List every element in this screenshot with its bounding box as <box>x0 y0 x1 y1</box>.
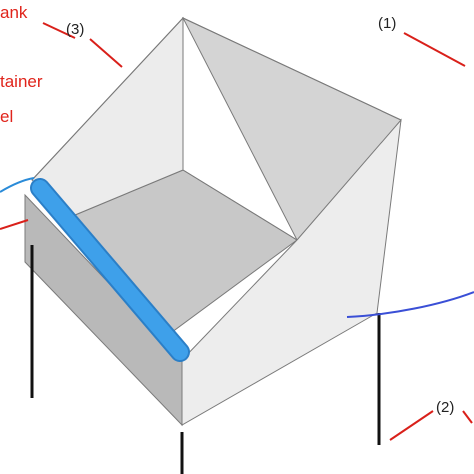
leader-line-2 <box>389 410 434 441</box>
leader-line-tube <box>0 219 29 230</box>
inlet-pipe <box>0 177 35 193</box>
leader-line-1 <box>403 32 466 67</box>
leader-tick-2 <box>462 410 473 424</box>
label-container: tainer <box>0 72 43 91</box>
leader-lines <box>0 22 473 441</box>
label-part-3: (3) <box>66 21 85 38</box>
leader-line-3 <box>89 38 123 68</box>
label-part-2: (2) <box>436 399 455 416</box>
leader-line-tank <box>42 22 76 39</box>
outlet-pipe <box>346 291 474 318</box>
support-legs <box>30 245 381 474</box>
box-right-face <box>181 118 402 426</box>
label-tank: ank <box>0 3 28 22</box>
collector-box <box>24 16 402 427</box>
absorber-tube-fill <box>32 180 188 360</box>
box-inner-edge <box>182 18 298 241</box>
label-part-1: (1) <box>378 15 397 32</box>
label-panel: el <box>0 107 14 126</box>
